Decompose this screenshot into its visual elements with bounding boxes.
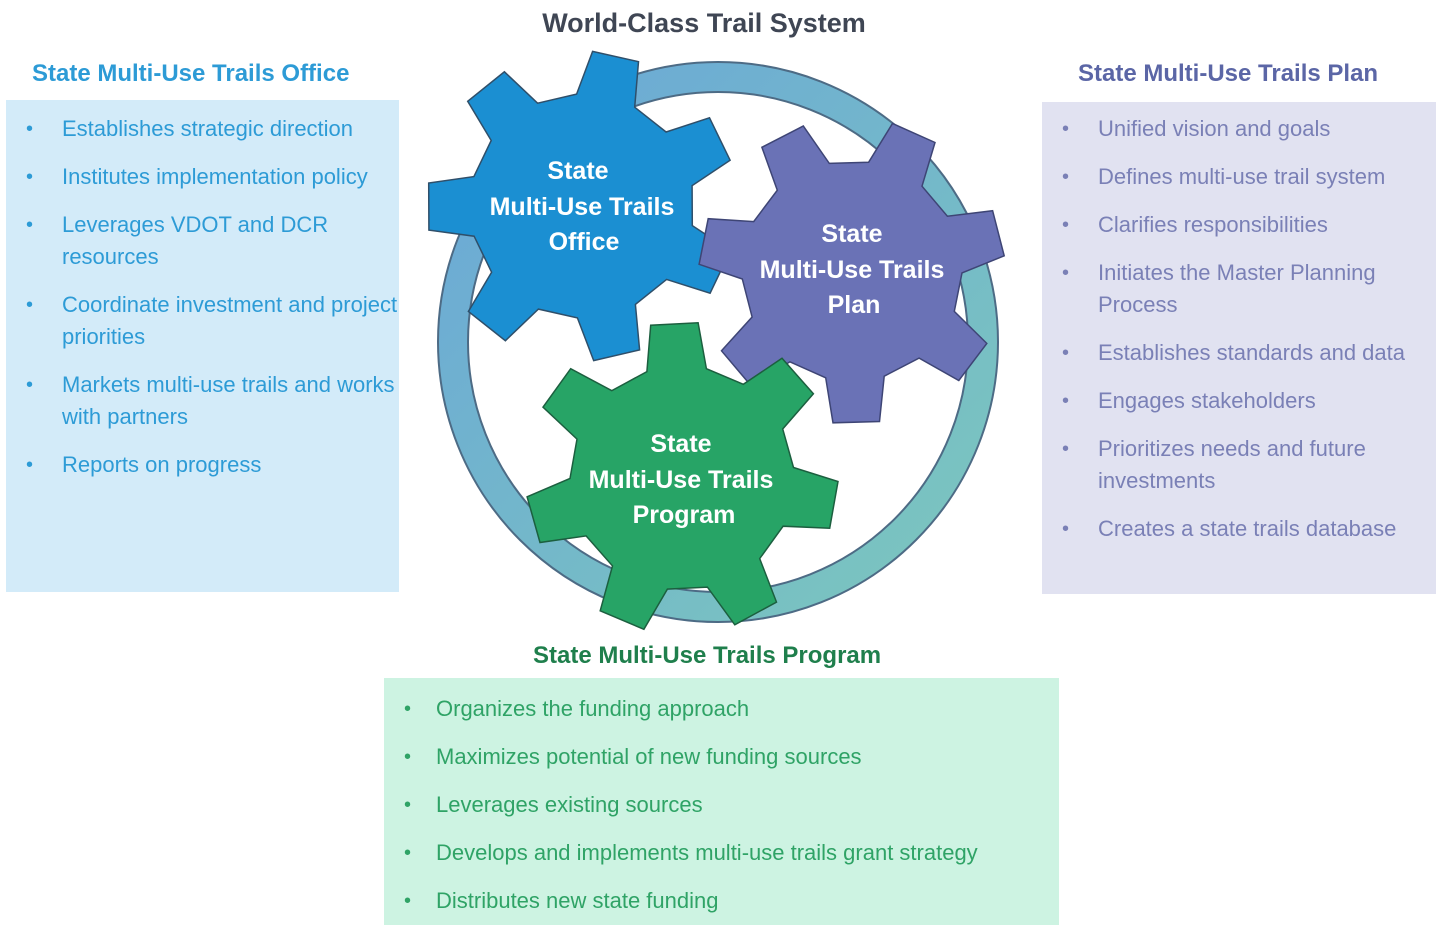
plan-item: Defines multi-use trail system	[1042, 161, 1436, 193]
diagram-title: World-Class Trail System	[542, 8, 866, 38]
gear-program-line-1: State	[650, 430, 711, 458]
plan-item: Establishes standards and data	[1042, 337, 1436, 369]
program-heading: State Multi-Use Trails Program	[533, 642, 882, 669]
office-item: Markets multi-use trails and works with …	[6, 369, 399, 433]
program-list: Organizes the funding approach Maximizes…	[384, 693, 1059, 917]
office-list: Establishes strategic direction Institut…	[6, 113, 399, 481]
program-item: Distributes new state funding	[384, 885, 1059, 917]
plan-box: Unified vision and goals Defines multi-u…	[1042, 102, 1436, 594]
plan-item: Prioritizes needs and future investments	[1042, 433, 1436, 497]
office-item: Institutes implementation policy	[6, 161, 399, 193]
gear-program-line-2: Multi-Use Trails	[589, 466, 774, 494]
plan-item: Initiates the Master Planning Process	[1042, 257, 1436, 321]
office-heading: State Multi-Use Trails Office	[32, 60, 350, 87]
gear-office-line-1: State	[547, 157, 608, 185]
office-item: Establishes strategic direction	[6, 113, 399, 145]
gear-office-line-2: Multi-Use Trails	[490, 193, 675, 221]
gear-plan-line-3: Plan	[828, 291, 881, 319]
plan-item: Engages stakeholders	[1042, 385, 1436, 417]
program-item: Maximizes potential of new funding sourc…	[384, 741, 1059, 773]
program-box: Organizes the funding approach Maximizes…	[384, 678, 1059, 925]
plan-heading: State Multi-Use Trails Plan	[1078, 60, 1379, 87]
plan-item: Creates a state trails database	[1042, 513, 1436, 545]
office-box: Establishes strategic direction Institut…	[6, 100, 399, 592]
office-item: Leverages VDOT and DCR resources	[6, 209, 399, 273]
gear-plan: State Multi-Use Trails Plan	[698, 122, 1006, 424]
office-item: Coordinate investment and project priori…	[6, 289, 399, 353]
program-item: Develops and implements multi-use trails…	[384, 837, 1059, 869]
gear-program: State Multi-Use Trails Program	[526, 322, 839, 631]
program-item: Leverages existing sources	[384, 789, 1059, 821]
office-item: Reports on progress	[6, 449, 399, 481]
program-item: Organizes the funding approach	[384, 693, 1059, 725]
gear-plan-line-2: Multi-Use Trails	[760, 256, 945, 284]
gear-office: State Multi-Use Trails Office	[427, 50, 732, 362]
gear-plan-line-1: State	[821, 220, 882, 248]
gear-program-line-3: Program	[633, 501, 736, 529]
gear-office-line-3: Office	[549, 228, 620, 256]
plan-list: Unified vision and goals Defines multi-u…	[1042, 113, 1436, 545]
plan-item: Clarifies responsibilities	[1042, 209, 1436, 241]
plan-item: Unified vision and goals	[1042, 113, 1436, 145]
